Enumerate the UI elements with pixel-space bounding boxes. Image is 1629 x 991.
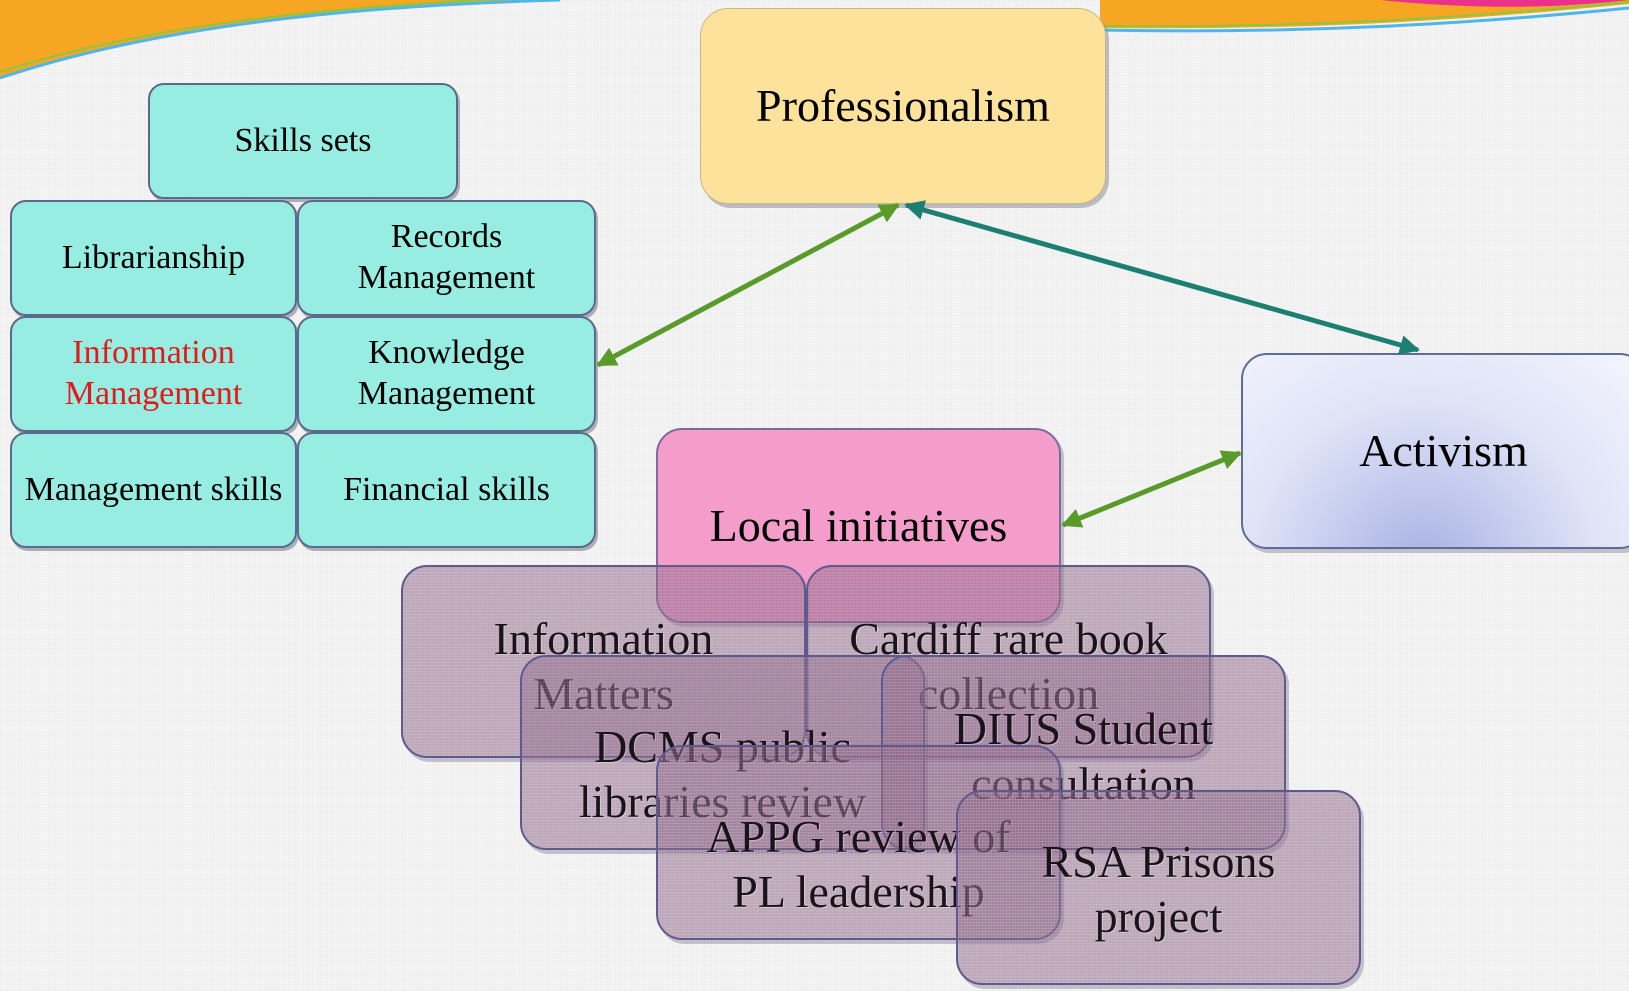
financial-skills-label: Financial skills [343, 470, 550, 508]
management-skills-node: Management skills [10, 432, 297, 548]
professionalism-node: Professionalism [700, 8, 1106, 204]
dius-consultation-label: DIUS Student consultation [953, 703, 1214, 810]
skills-sets-label: Skills sets [234, 121, 372, 159]
information-management-label: Information Management [64, 334, 243, 412]
local-initiatives-node: Local initiatives [656, 428, 1061, 623]
information-management-node: Information Management [10, 316, 297, 432]
management-skills-label: Management skills [24, 470, 283, 508]
financial-skills-node: Financial skills [297, 432, 596, 548]
rsa-prisons-card: RSA Prisons project [956, 790, 1361, 985]
local-initiatives-label: Local initiatives [709, 499, 1008, 551]
professionalism-label: Professionalism [756, 80, 1050, 132]
librarianship-label: Librarianship [61, 238, 246, 276]
records-management-label: Records Management [357, 218, 536, 296]
records-management-node: Records Management [297, 200, 596, 316]
librarianship-node: Librarianship [10, 200, 297, 316]
rsa-prisons-label: RSA Prisons project [1041, 836, 1276, 943]
activism-node: Activism [1241, 353, 1629, 549]
knowledge-management-node: Knowledge Management [297, 316, 596, 432]
knowledge-management-label: Knowledge Management [357, 334, 536, 412]
skills-sets-header: Skills sets [148, 83, 458, 199]
activism-label: Activism [1359, 425, 1528, 477]
